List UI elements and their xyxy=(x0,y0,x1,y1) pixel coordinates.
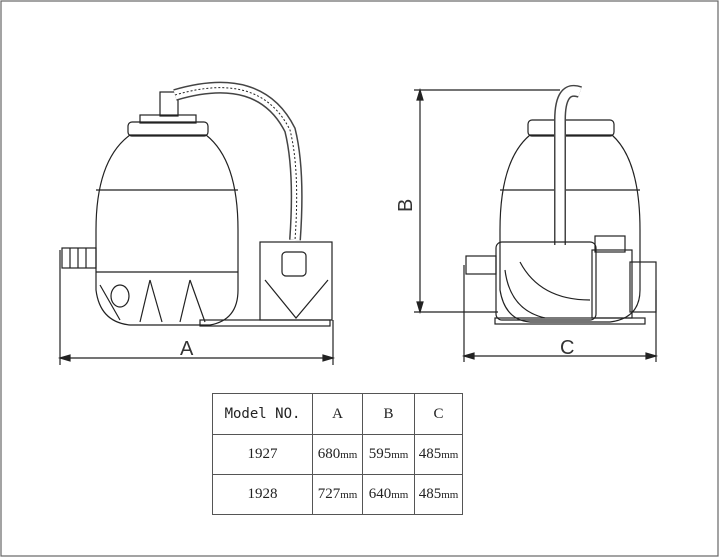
cell-model: 1928 xyxy=(212,474,313,515)
side-view xyxy=(414,84,659,362)
cell-c: 485mm xyxy=(414,434,463,475)
cell-model: 1927 xyxy=(212,434,313,475)
table-row: 1928 727mm 640mm 485mm xyxy=(212,474,463,515)
cell-c: 485mm xyxy=(414,474,463,515)
front-view xyxy=(57,81,336,365)
table-row: 1927 680mm 595mm 485mm xyxy=(212,434,463,475)
model-dimension-table: Model NO. A B C 1927 680mm 595mm 485mm 1… xyxy=(212,393,463,515)
table-header-row: Model NO. A B C xyxy=(212,393,463,435)
cell-a: 727mm xyxy=(312,474,363,515)
header-c: C xyxy=(414,393,463,435)
header-b: B xyxy=(362,393,415,435)
dimension-c-label: C xyxy=(560,337,574,359)
header-a: A xyxy=(312,393,363,435)
dimension-b-label: B xyxy=(395,199,417,212)
cell-b: 640mm xyxy=(362,474,415,515)
cell-a: 680mm xyxy=(312,434,363,475)
header-model: Model NO. xyxy=(212,393,313,435)
dimension-a-label: A xyxy=(180,338,194,360)
cell-b: 595mm xyxy=(362,434,415,475)
